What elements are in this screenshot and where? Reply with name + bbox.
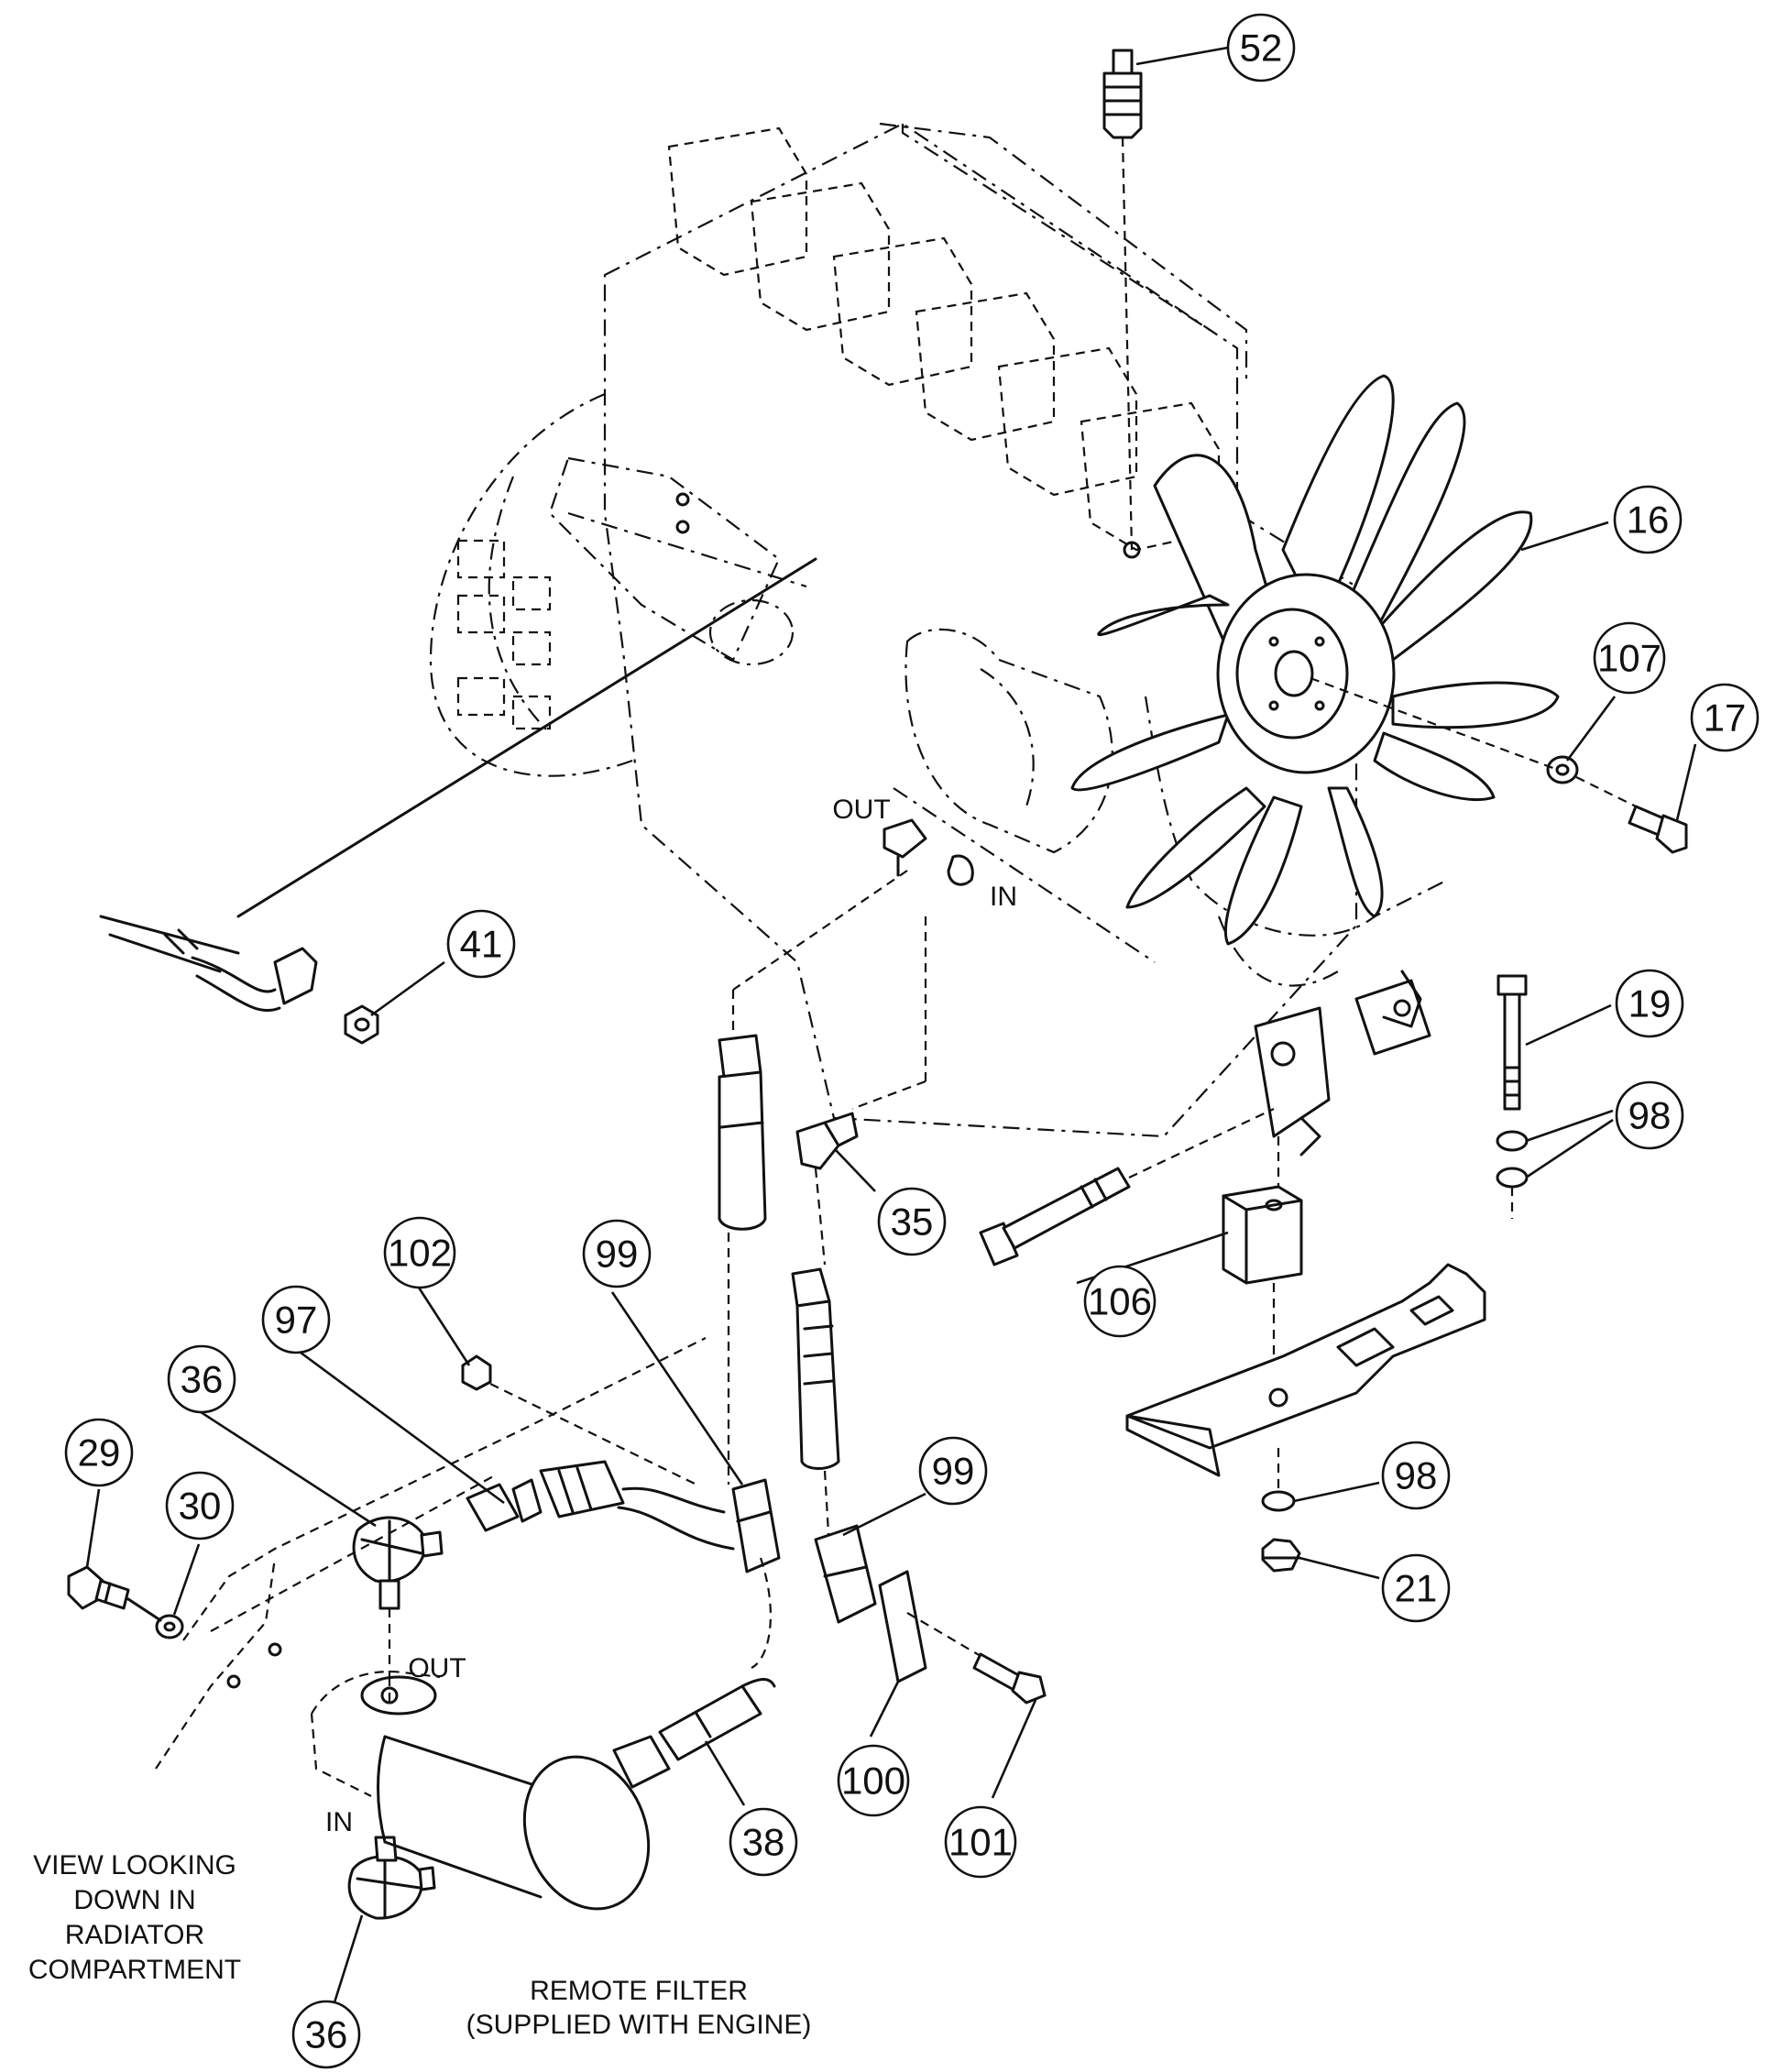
callout-38: 38: [729, 1807, 798, 1877]
view-note: VIEW LOOKING DOWN IN RADIATOR COMPARTMEN…: [28, 1850, 241, 1985]
callout-106: 106: [1083, 1265, 1157, 1338]
callout-102: 102: [383, 1216, 456, 1289]
callout-100: 100: [837, 1744, 910, 1817]
callout-29: 29: [64, 1418, 134, 1487]
rubber-isolator: [1222, 1136, 1303, 1375]
view-note-line-2: DOWN IN: [73, 1885, 195, 1915]
clamp-bolt: [972, 1652, 1047, 1705]
svg-text:99: 99: [932, 1450, 975, 1493]
hose-clip-right: [814, 1524, 877, 1624]
hose-clip-left: [731, 1478, 781, 1573]
oil-hose-adapter-right: [791, 1267, 840, 1550]
svg-text:29: 29: [78, 1431, 121, 1475]
svg-text:36: 36: [181, 1358, 224, 1401]
svg-text:19: 19: [1628, 982, 1672, 1025]
svg-text:30: 30: [179, 1485, 222, 1528]
engine-mount-long-bolt: [979, 1108, 1275, 1266]
isolator-washer: [1261, 1448, 1296, 1512]
remote-filter-note-line-2: (SUPPLIED WITH ENGINE): [466, 2010, 812, 2040]
svg-text:38: 38: [742, 1821, 785, 1864]
callout-35: 35: [877, 1187, 947, 1256]
front-mount-bracket: [1254, 979, 1431, 1157]
callout-98-top: 98: [1615, 1080, 1684, 1150]
svg-text:16: 16: [1627, 499, 1670, 542]
svg-text:101: 101: [948, 1821, 1013, 1864]
callout-16: 16: [1613, 485, 1683, 554]
svg-text:41: 41: [460, 923, 503, 966]
view-note-line-1: VIEW LOOKING: [33, 1850, 236, 1880]
svg-text:21: 21: [1395, 1567, 1438, 1610]
svg-text:35: 35: [891, 1200, 934, 1244]
temperature-sender: [1102, 49, 1143, 559]
isolator-nut: [1261, 1538, 1301, 1573]
cylinder-ports: [667, 126, 1221, 552]
callout-41: 41: [446, 909, 516, 979]
svg-text:97: 97: [275, 1299, 318, 1342]
view-note-line-4: COMPARTMENT: [28, 1955, 241, 1985]
oil-hose-adapter-left: [718, 1034, 767, 1485]
clamp-plate: [878, 1570, 986, 1683]
left-oil-line: [99, 557, 817, 1013]
bracket-bolt: [67, 1565, 130, 1610]
svg-text:98: 98: [1628, 1094, 1672, 1137]
callout-17: 17: [1690, 683, 1760, 752]
callout-99-left: 99: [582, 1219, 652, 1288]
label-filter-in: IN: [325, 1807, 353, 1837]
callout-98-bottom: 98: [1381, 1441, 1451, 1510]
filter-hose-adapter: [612, 1678, 776, 1789]
oil-hose-assembly: [466, 1460, 772, 1669]
svg-text:17: 17: [1704, 696, 1747, 740]
mount-bracket-plate: [1125, 1263, 1486, 1477]
label-engine-in: IN: [990, 882, 1017, 912]
svg-text:106: 106: [1088, 1280, 1152, 1323]
bracket-washer: [155, 1614, 184, 1639]
leader-lines: [85, 46, 1697, 2003]
remote-oil-filter: [310, 1671, 651, 1911]
oil-line-nut: [344, 1004, 379, 1045]
mount-washers: [1496, 1130, 1529, 1219]
front-mount-bolt: [1496, 974, 1528, 1111]
callout-107: 107: [1593, 621, 1666, 695]
svg-text:36: 36: [305, 2013, 348, 2056]
fan-bolt: [1310, 676, 1688, 854]
callout-36-bottom: 36: [291, 2000, 361, 2069]
alternator: [904, 628, 1113, 854]
label-filter-out: OUT: [408, 1653, 466, 1683]
svg-text:99: 99: [596, 1233, 639, 1276]
fan-washer: [1546, 755, 1579, 784]
label-engine-out: OUT: [832, 795, 890, 825]
view-note-line-3: RADIATOR: [65, 1920, 204, 1950]
starter-motor: [548, 456, 807, 666]
callout-36-top: 36: [167, 1344, 236, 1414]
callout-30: 30: [165, 1471, 235, 1540]
tee-fitting-top: [352, 1516, 444, 1677]
elbow-fitting: [795, 1112, 859, 1266]
callout-19: 19: [1615, 969, 1684, 1038]
callout-101: 101: [944, 1805, 1017, 1879]
svg-text:52: 52: [1240, 27, 1283, 70]
svg-text:107: 107: [1597, 637, 1661, 680]
radiator-side-bracket: [126, 1337, 707, 1770]
callout-99-right: 99: [918, 1436, 988, 1506]
remote-filter-note-line-1: REMOTE FILTER: [530, 1976, 748, 2006]
engine-side-fittings: [456, 539, 552, 730]
callout-97: 97: [261, 1285, 331, 1354]
svg-text:98: 98: [1395, 1454, 1438, 1497]
callout-52: 52: [1226, 13, 1296, 82]
svg-text:102: 102: [388, 1232, 452, 1275]
remote-filter-note: REMOTE FILTER (SUPPLIED WITH ENGINE): [466, 1976, 812, 2040]
engine-oil-fittings: [731, 818, 974, 1111]
svg-text:100: 100: [841, 1760, 905, 1803]
cooling-fan: [1070, 374, 1560, 946]
callout-21: 21: [1381, 1553, 1451, 1623]
tee-fitting-bottom: [347, 1836, 436, 1920]
